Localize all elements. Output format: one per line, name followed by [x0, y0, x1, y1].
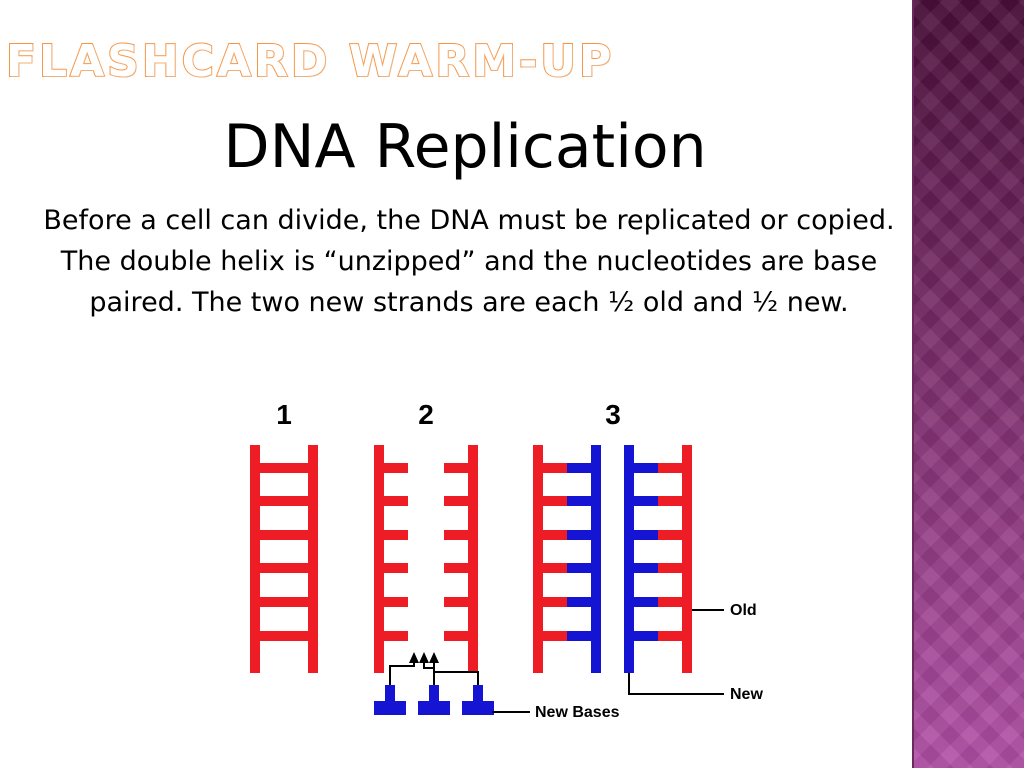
strand-3a-old: [533, 445, 543, 673]
connector-base-0: [389, 660, 415, 685]
base-3a-new-3: [567, 563, 591, 573]
base-1-left-2: [260, 530, 284, 540]
base-1-left-5: [260, 631, 284, 641]
base-1-right-1: [284, 496, 308, 506]
base-3b-new-2: [634, 530, 658, 540]
base-2-right-4: [444, 597, 468, 607]
base-1-right-5: [284, 631, 308, 641]
base-2-right-5: [444, 631, 468, 641]
base-1-left-3: [260, 563, 284, 573]
step-label-1: 1: [276, 399, 292, 430]
diagram-svg: 1 2 3 Old New New Bases: [250, 399, 763, 721]
base-3a-new-0: [567, 463, 591, 473]
base-1-right-2: [284, 530, 308, 540]
base-3b-old-4: [658, 597, 682, 607]
step-label-3: 3: [605, 399, 621, 430]
arrow-head-1: [419, 652, 429, 663]
base-3a-old-5: [543, 631, 567, 641]
new-base-stem-0: [385, 685, 395, 701]
base-3b-old-5: [658, 631, 682, 641]
strand-3a-new: [591, 445, 601, 673]
decorative-side-band: [912, 0, 1024, 768]
new-base-block-1: [418, 701, 450, 715]
base-1-right-3: [284, 563, 308, 573]
new-base-block-0: [374, 701, 406, 715]
base-3b-new-1: [634, 496, 658, 506]
base-2-left-5: [384, 631, 408, 641]
base-2-left-4: [384, 597, 408, 607]
dna-replication-diagram: 1 2 3 Old New New Bases: [200, 388, 820, 728]
base-3b-new-3: [634, 563, 658, 573]
base-1-right-0: [284, 463, 308, 473]
slide-title: DNA Replication: [223, 112, 707, 182]
base-3b-old-3: [658, 563, 682, 573]
base-3a-new-4: [567, 597, 591, 607]
strand-1-left: [250, 445, 260, 673]
slide-body-text: Before a cell can divide, the DNA must b…: [43, 205, 895, 318]
base-1-left-4: [260, 597, 284, 607]
label-old: Old: [730, 602, 757, 619]
arrow-head-0: [409, 652, 419, 663]
new-base-stem-2: [473, 685, 483, 701]
base-3a-old-3: [543, 563, 567, 573]
base-3a-new-1: [567, 496, 591, 506]
base-2-left-0: [384, 463, 408, 473]
base-2-left-3: [384, 563, 408, 573]
base-3a-old-1: [543, 496, 567, 506]
base-2-right-3: [444, 563, 468, 573]
base-3a-old-0: [543, 463, 567, 473]
label-new-bases: New Bases: [535, 704, 620, 721]
connector-new: [628, 673, 724, 695]
arrow-head-2: [429, 652, 439, 663]
base-1-left-1: [260, 496, 284, 506]
label-new: New: [730, 686, 763, 703]
base-2-right-1: [444, 496, 468, 506]
connectors-layer: [389, 609, 724, 713]
base-3b-new-5: [634, 631, 658, 641]
base-3b-new-0: [634, 463, 658, 473]
base-3b-old-1: [658, 496, 682, 506]
strand-3b-new: [624, 445, 634, 673]
base-3b-old-0: [658, 463, 682, 473]
new-base-block-2: [462, 701, 494, 715]
base-3a-old-2: [543, 530, 567, 540]
base-2-left-1: [384, 496, 408, 506]
strands-layer: [250, 445, 692, 715]
base-3a-new-5: [567, 631, 591, 641]
strand-2-right: [468, 445, 478, 673]
base-3b-old-2: [658, 530, 682, 540]
base-2-right-2: [444, 530, 468, 540]
base-3a-new-2: [567, 530, 591, 540]
strand-1-right: [308, 445, 318, 673]
base-1-right-4: [284, 597, 308, 607]
strand-2-left: [374, 445, 384, 673]
strand-3b-old: [682, 445, 692, 673]
connector-base-1: [423, 660, 435, 685]
base-3a-old-4: [543, 597, 567, 607]
base-2-left-2: [384, 530, 408, 540]
slide-kicker: FLASHCARD WARM-UP: [5, 35, 615, 88]
connector-base-2: [433, 660, 479, 685]
base-1-left-0: [260, 463, 284, 473]
step-label-2: 2: [418, 399, 434, 430]
base-3b-new-4: [634, 597, 658, 607]
base-2-right-0: [444, 463, 468, 473]
new-base-stem-1: [429, 685, 439, 701]
